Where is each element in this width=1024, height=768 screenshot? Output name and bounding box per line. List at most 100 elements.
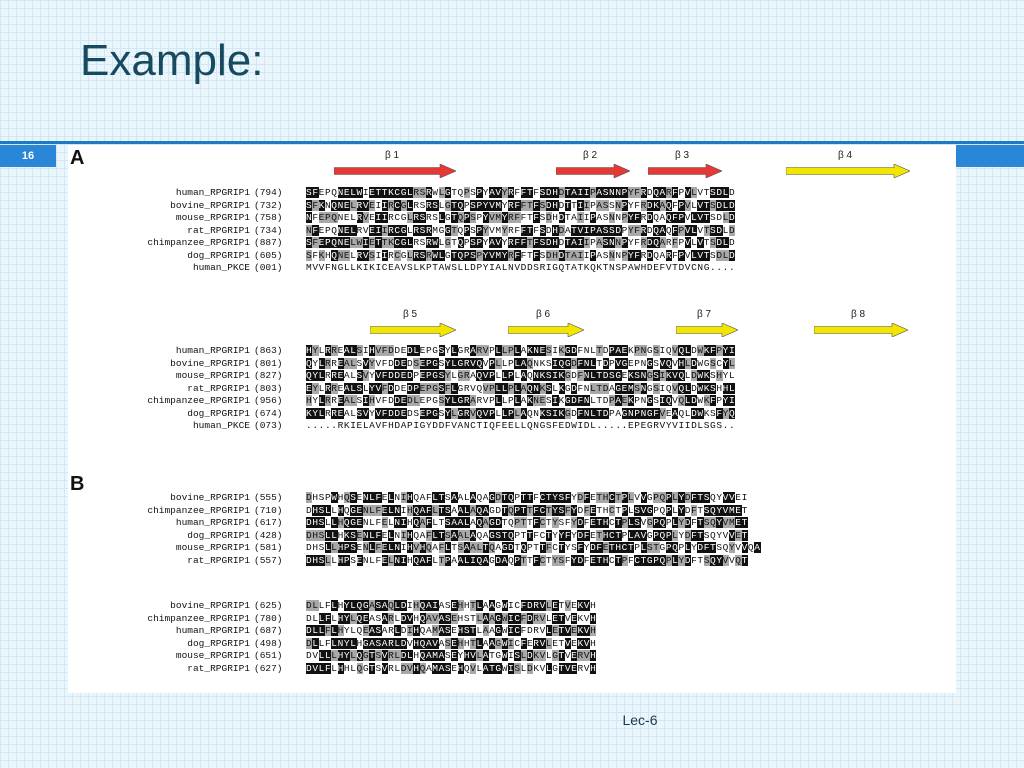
slide-footer: Lec-6 [622, 712, 658, 728]
beta-strand-label: β 6 [536, 309, 551, 320]
sequence-name: dog_RPGRIP1 [187, 529, 250, 541]
sequence-residues: HYLRREALSIHVFDDEDLEPGSYLGRARVPLLPLAKNESI… [306, 395, 736, 406]
sequence-start-position: (674) [254, 407, 283, 419]
alignment-row: human_RPGRIP1 (617) DHSLLHQGENLFELNIHQAFLT… [68, 517, 956, 529]
sequence-residues: HYLRREALSIHVFDDEDLEPGSYLGRARVPLLPLAKNESI… [306, 345, 736, 356]
sequence-name: human_RPGRIP1 [175, 625, 250, 636]
sequence-name: bovine_RPGRIP1 [170, 600, 250, 611]
sequence-residues: DLLFLNYLHGASARLDVHQAVASEHHTLAAGWICFERVLE… [306, 637, 597, 649]
slide-title: Example: [80, 36, 264, 85]
sequence-residues: SFEPQNELWIETTKCGLRSRWLGTQPSPYAVYRFFTFSDH… [306, 237, 736, 248]
sequence-residues: DHSLLHPSENLFELNIHVHQAFLTSAALTQAGDTQPTTFC… [306, 542, 761, 553]
sequence-start-position: (827) [254, 370, 283, 381]
sequence-name: human_PKCE [192, 420, 250, 431]
sequence-start-position: (498) [254, 637, 283, 649]
sequence-residues: DLLFLHYLQEASARLDVHQAVASEHSTLAAGWICFDRVLE… [306, 612, 597, 624]
sequence-start-position: (863) [254, 345, 283, 356]
sequence-name: mouse_RPGRIP1 [175, 542, 250, 553]
sequence-start-position: (801) [254, 357, 283, 369]
sequence-start-position: (001) [254, 262, 283, 273]
sequence-residues: DHSLLHKSENLFELNIHQAFLTSAALAQAGSTQPTTFCTY… [306, 529, 748, 541]
sequence-start-position: (710) [254, 504, 283, 516]
alignment-row: dog_RPGRIP1 (674) KYLRREALSVYVFDDEDSEPGSYL… [68, 407, 956, 420]
beta-strand-arrow [676, 323, 738, 337]
sequence-residues: EYLRREALSLYVFDDEDPEPGSFLGRVQVPLLPLAQNKSL… [306, 382, 736, 394]
sequence-residues: QYLRREALSVYVFDDEDSEPGSYLGRVQVPLLPLAQNKSI… [306, 357, 736, 369]
sequence-residues: DLLFLHYLQEASARLDIHQAMASEHSTLAAGWICFDRVLE… [306, 625, 597, 636]
alignment-row: dog_RPGRIP1(428)DHSLLHKSENLFELNIHQAFLTSA… [68, 529, 956, 542]
sequence-name: human_PKCE [192, 262, 250, 273]
sequence-name: rat_RPGRIP1 [187, 382, 250, 394]
sequence-start-position: (581) [254, 542, 283, 553]
sequence-name: human_RPGRIP1 [175, 187, 250, 198]
alignment-row: rat_RPGRIP1 (734) NFEPQNELRVEIIRCGLRSRMGGT… [68, 224, 956, 237]
sequence-residues: QYLRREALSVYVFDDEDPEPGSYLGRAQVPLLPLAQNKSI… [306, 370, 736, 381]
sequence-start-position: (956) [254, 395, 283, 406]
sequence-start-position: (627) [254, 662, 283, 674]
sequence-residues: MVVFNGLLKIKICEAVSLKPTAWSLLDPYIALNVDDSRIG… [306, 262, 736, 273]
sequence-name: bovine_RPGRIP1 [170, 492, 250, 503]
sequence-name: chimpanzee_RPGRIP1 [147, 237, 250, 248]
sequence-residues: DVLFLHHLQGTSVRLDVHQAMASEHQVLATGWISLDKVLG… [306, 662, 597, 674]
sequence-residues: DHSLLHQGENLFELNIHQAFLTSAALAQAGDTQPTTFCTY… [306, 517, 748, 528]
sequence-name: chimpanzee_RPGRIP1 [147, 504, 250, 516]
sequence-name: dog_RPGRIP1 [187, 407, 250, 419]
beta-strand-label: β 2 [583, 150, 598, 161]
sequence-name: chimpanzee_RPGRIP1 [147, 612, 250, 624]
alignment-row: mouse_RPGRIP1 (758) NFEPQNELRVEIIRCGLRSRSL… [68, 212, 956, 224]
sequence-name: rat_RPGRIP1 [187, 554, 250, 566]
sequence-start-position: (803) [254, 382, 283, 394]
alignment-row: human_RPGRIP1 (863) HYLRREALSIHVFDDEDLEPGS… [68, 345, 956, 357]
sequence-residues: NFEPQNELRVEIIRCGLRSRMGGTQPSPYVMYRFFTFSDH… [306, 224, 736, 236]
alignment-row: dog_RPGRIP1(605)SFKHQNELRVSIIRCGLRSRWLGT… [68, 249, 956, 262]
sequence-start-position: (734) [254, 224, 283, 236]
alignment-row: rat_RPGRIP1 (627) DVLFLHHLQGTSVRLDVHQAMASE… [68, 662, 956, 675]
sequence-start-position: (617) [254, 517, 283, 528]
sequence-residues: SFKNQNELRVEIIRCGLRSRSLGTQPSPYVMYRFFTFSDH… [306, 199, 736, 211]
sequence-start-position: (651) [254, 650, 283, 661]
sequence-residues: DHSLLHQGENLFELNIHQAFLTSAALAQAGDTQPTTFCTY… [306, 504, 748, 516]
sequence-name: bovine_RPGRIP1 [170, 199, 250, 211]
sequence-start-position: (557) [254, 554, 283, 566]
sequence-name: mouse_RPGRIP1 [175, 370, 250, 381]
sequence-start-position: (687) [254, 625, 283, 636]
sequence-residues: KYLRREALSVYVFDDEDSEPGSYLGRVQVPLLPLAQNKSI… [306, 407, 736, 419]
sequence-name: mouse_RPGRIP1 [175, 212, 250, 223]
alignment-row: human_RPGRIP1(794)SFEPQNELWIETTKCGLRSRWL… [68, 187, 956, 199]
alignment-row: mouse_RPGRIP1 (827) QYLRREALSVYVFDDEDPEPGS… [68, 370, 956, 382]
panel-a-label: A [70, 147, 85, 169]
sequence-start-position: (732) [254, 199, 283, 211]
right-accent-bar [956, 145, 1024, 167]
alignment-row: mouse_RPGRIP1(651)DVLLLHYLQGTSVRLDLHQAMA… [68, 650, 956, 662]
panel-b-label: B [70, 473, 85, 495]
sequence-residues: NFEPQNELRVEIIRCGLRSRSLGTQPSPYVMYRFFTFSDH… [306, 212, 736, 223]
sequence-start-position: (780) [254, 612, 283, 624]
sequence-start-position: (887) [254, 237, 283, 248]
alignment-row: bovine_RPGRIP1(625)DLLFLHYLQGASAQLDIHQAI… [68, 600, 956, 612]
sequence-name: rat_RPGRIP1 [187, 662, 250, 674]
beta-strand-arrow [334, 164, 456, 178]
alignment-row: bovine_RPGRIP1 (732) SFKNQNELRVEIIRCGLRSRS… [68, 199, 956, 212]
beta-strand-arrow [648, 164, 722, 178]
alignment-row: human_RPGRIP1 (687) DLLFLHYLQEASARLDIHQAMA… [68, 625, 956, 637]
sequence-residues: DHSLLHPSENLFELNIHQAFLTPAALIQAGDAQPTTFCTY… [306, 554, 748, 566]
beta-strand-label: β 1 [385, 150, 400, 161]
sequence-start-position: (758) [254, 212, 283, 223]
sequence-name: dog_RPGRIP1 [187, 249, 250, 261]
alignment-row: chimpanzee_RPGRIP1 (780) DLLFLHYLQEASARLDV… [68, 612, 956, 625]
sequence-name: rat_RPGRIP1 [187, 224, 250, 236]
beta-strand-arrow [370, 323, 456, 337]
sequence-name: mouse_RPGRIP1 [175, 650, 250, 661]
beta-strand-label: β 5 [403, 309, 418, 320]
sequence-start-position: (073) [254, 420, 283, 431]
title-divider [0, 141, 1024, 144]
beta-strand-arrow [786, 164, 910, 178]
beta-strand-arrow [556, 164, 630, 178]
slide-number: 16 [0, 145, 56, 167]
sequence-name: human_RPGRIP1 [175, 345, 250, 356]
sequence-name: bovine_RPGRIP1 [170, 357, 250, 369]
alignment-row: rat_RPGRIP1 (803) EYLRREALSLYVFDDEDPEPGSFL… [68, 382, 956, 395]
sequence-name: human_RPGRIP1 [175, 517, 250, 528]
beta-strand-arrow [508, 323, 584, 337]
